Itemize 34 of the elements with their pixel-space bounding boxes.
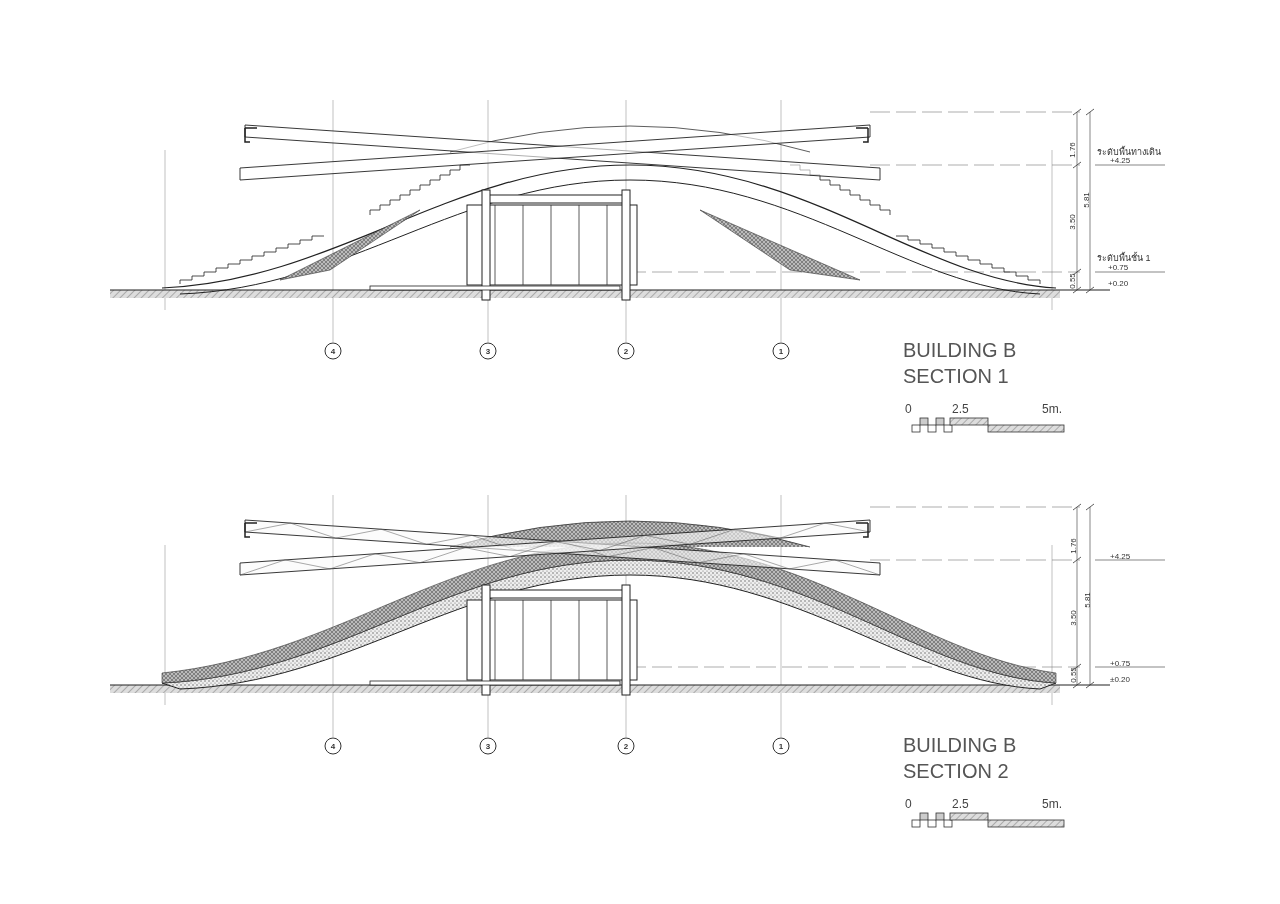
grid-bubble: 4 — [324, 737, 342, 755]
dimension-text: 0.55 — [1069, 273, 1077, 289]
grid-bubble: 3 — [479, 737, 497, 755]
dimension-text: 1.76 — [1069, 142, 1077, 158]
grid-bubble: 2 — [617, 342, 635, 360]
scale-number: 0 — [905, 798, 912, 810]
dimension-text: 5.81 — [1084, 592, 1092, 608]
level-text: +4.25 — [1110, 157, 1131, 165]
dimension-text: 3.50 — [1070, 610, 1078, 626]
scale-number: 5m. — [1042, 403, 1062, 415]
drawing-title: BUILDING B — [903, 735, 1017, 755]
level-text: +0.75 — [1108, 264, 1129, 272]
scale-number: 0 — [905, 403, 912, 415]
grid-bubble: 1 — [772, 342, 790, 360]
level-name: ระดับพื้นทางเดิน — [1097, 148, 1161, 157]
grid-bubble: 3 — [479, 342, 497, 360]
dimension-text: 0.55 — [1070, 667, 1078, 683]
dimension-text: 3.50 — [1069, 214, 1077, 230]
grid-bubble: 4 — [324, 342, 342, 360]
dimension-text: 1.76 — [1070, 538, 1078, 554]
level-text: ±0.20 — [1110, 676, 1130, 684]
level-text: +0.20 — [1108, 280, 1129, 288]
scale-number: 2.5 — [952, 403, 969, 415]
drawing-title: SECTION 1 — [903, 366, 1009, 386]
grid-bubble: 1 — [772, 737, 790, 755]
dimension-text: 5.81 — [1083, 192, 1091, 208]
grid-bubble: 2 — [617, 737, 635, 755]
scale-number: 5m. — [1042, 798, 1062, 810]
scale-number: 2.5 — [952, 798, 969, 810]
level-name: ระดับพื้นชั้น 1 — [1097, 254, 1151, 263]
level-text: +4.25 — [1110, 553, 1131, 561]
drawing-title: BUILDING B — [903, 340, 1017, 360]
level-text: +0.75 — [1110, 660, 1131, 668]
drawing-title: SECTION 2 — [903, 761, 1009, 781]
